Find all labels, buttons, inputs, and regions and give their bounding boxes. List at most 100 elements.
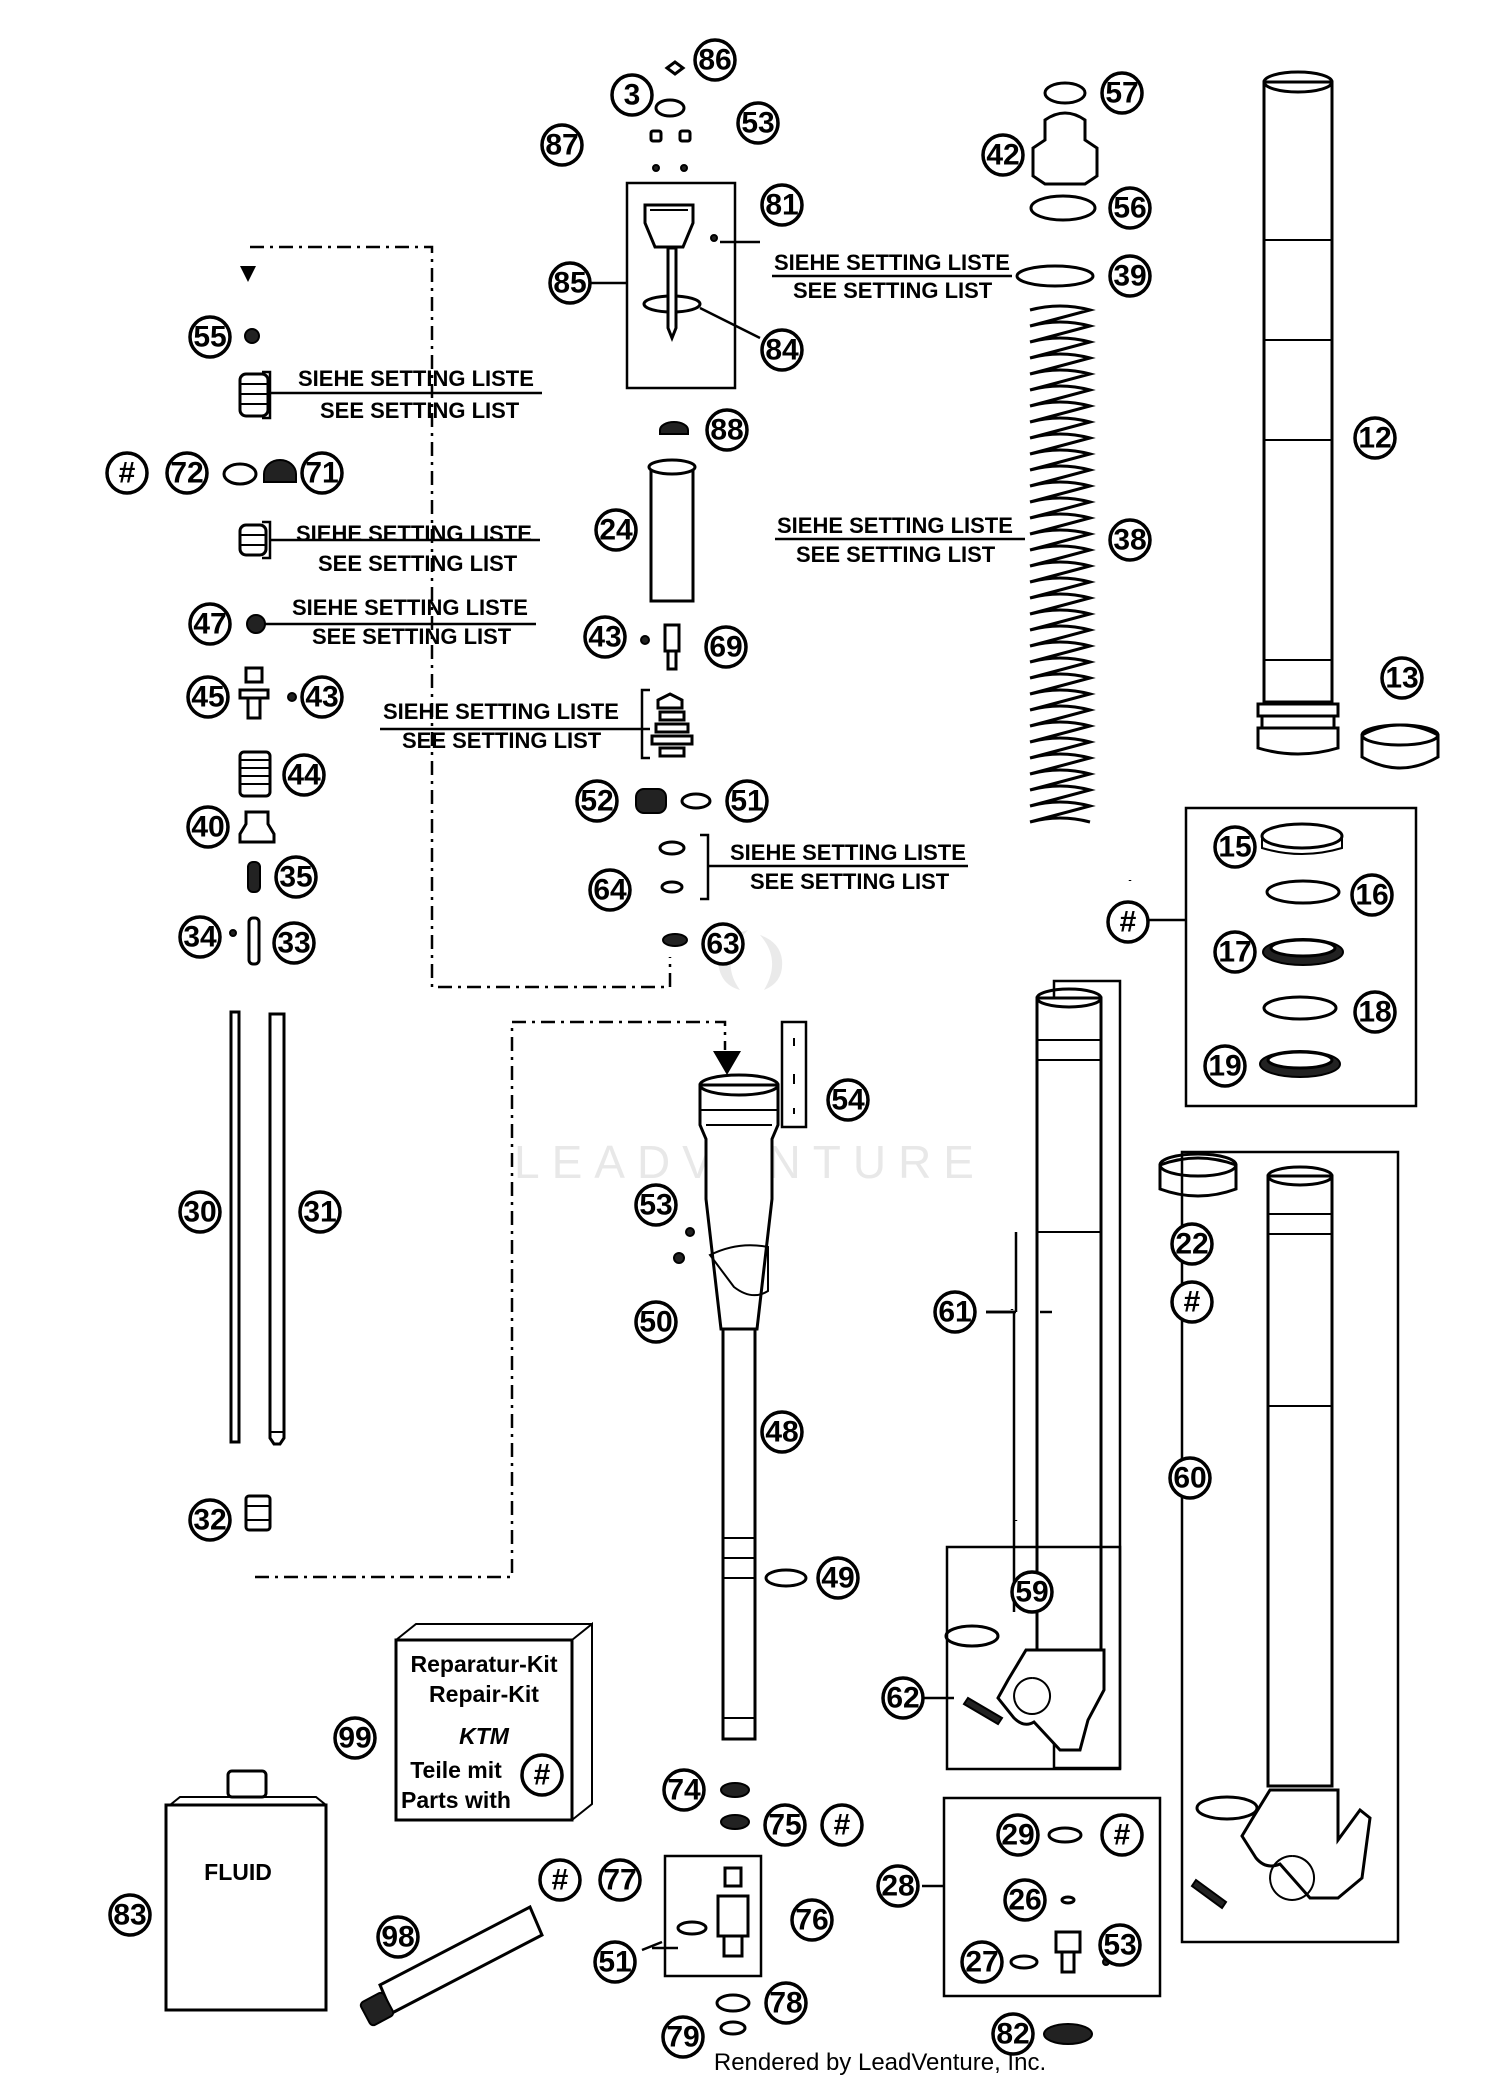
fluid-bottle: FLUID (164, 1769, 328, 2012)
svg-text:74: 74 (667, 1774, 701, 1807)
svg-text:75: 75 (768, 1809, 801, 1842)
svg-text:56: 56 (1113, 192, 1146, 225)
svg-text:83: 83 (113, 1899, 146, 1932)
callout-17: 17 (1213, 930, 1257, 974)
kit-parts-de: Teile mit (410, 1757, 502, 1783)
svg-text:SEE SETTING LIST: SEE SETTING LIST (312, 624, 512, 649)
svg-text:29: 29 (1001, 1819, 1034, 1852)
svg-text:33: 33 (277, 927, 310, 960)
callout-39: 39 (1108, 254, 1152, 298)
callout-63: 63 (701, 922, 745, 966)
svg-text:51: 51 (598, 1946, 631, 1979)
svg-text:35: 35 (279, 861, 312, 894)
svg-text:40: 40 (191, 811, 224, 844)
svg-text:30: 30 (183, 1196, 216, 1229)
svg-text:52: 52 (580, 785, 613, 818)
callout-71: 71 (300, 451, 344, 495)
callout-26: 26 (1003, 1878, 1047, 1922)
svg-text:17: 17 (1218, 936, 1251, 969)
grease-tube (359, 1904, 544, 2027)
svg-text:42: 42 (986, 139, 1019, 172)
callout-53-lower: 53 (1098, 1923, 1142, 1967)
setting-note-spring-lower: SIEHE SETTING LISTE SEE SETTING LIST (262, 520, 540, 576)
callout-79: 79 (661, 2015, 705, 2059)
svg-text:71: 71 (305, 457, 338, 490)
callout-31: 31 (298, 1190, 342, 1234)
callout-53-mid: 53 (634, 1183, 678, 1227)
callout-16: 16 (1350, 873, 1394, 917)
callout-55: 55 (188, 315, 232, 359)
callout-61: 61 (933, 1290, 977, 1334)
setting-note-47: SIEHE SETTING LISTE SEE SETTING LIST (264, 595, 536, 649)
svg-text:76: 76 (795, 1904, 828, 1937)
callout-32: 32 (188, 1498, 232, 1542)
svg-text:SIEHE SETTING LISTE: SIEHE SETTING LISTE (774, 250, 1010, 275)
svg-text:18: 18 (1358, 996, 1391, 1029)
callout-75: 75 (763, 1803, 807, 1847)
callout-54: 54 (826, 1078, 870, 1122)
kit-box: Reparatur-Kit Repair-Kit KTM Teile mit P… (394, 1621, 593, 1822)
callout-34: 34 (178, 915, 222, 959)
callout-50: 50 (634, 1300, 678, 1344)
kit-brand-logo: KTM (459, 1723, 510, 1749)
kit-parts-en: Parts with (401, 1787, 511, 1813)
svg-text:49: 49 (821, 1562, 854, 1595)
svg-text:SEE SETTING LIST: SEE SETTING LIST (796, 542, 996, 567)
svg-text:99: 99 (338, 1722, 371, 1755)
svg-text:61: 61 (938, 1296, 971, 1329)
svg-text:SIEHE SETTING LISTE: SIEHE SETTING LISTE (296, 521, 532, 546)
callout-74: 74 (662, 1768, 706, 1812)
callout-hash-22: # (1170, 1280, 1214, 1324)
callout-49: 49 (816, 1556, 860, 1600)
svg-text:45: 45 (191, 681, 224, 714)
svg-text:SEE SETTING LIST: SEE SETTING LIST (320, 398, 520, 423)
svg-text:78: 78 (769, 1987, 802, 2020)
callout-76: 76 (790, 1898, 834, 1942)
callout-44: 44 (282, 753, 326, 797)
setting-notes: SIEHE SETTING LISTE SEE SETTING LIST SIE… (262, 250, 1025, 901)
svg-text:SEE SETTING LIST: SEE SETTING LIST (402, 728, 602, 753)
svg-text:16: 16 (1355, 879, 1388, 912)
callout-88: 88 (705, 408, 749, 452)
callout-78: 78 (764, 1981, 808, 2025)
kit-title-de: Reparatur-Kit (411, 1651, 558, 1677)
callout-43-center: 43 (583, 615, 627, 659)
svg-text:38: 38 (1113, 524, 1146, 557)
callout-59: 59 (1010, 1570, 1054, 1614)
svg-text:#: # (1114, 1819, 1131, 1852)
svg-text:98: 98 (381, 1921, 414, 1954)
svg-text:44: 44 (287, 759, 321, 792)
svg-text:26: 26 (1008, 1884, 1041, 1917)
callout-hash-29: # (1100, 1813, 1144, 1857)
callout-24: 24 (594, 508, 638, 552)
setting-note-spring-upper: SIEHE SETTING LISTE SEE SETTING LIST (262, 366, 542, 423)
leader-lines (591, 240, 1210, 1952)
callout-69: 69 (704, 625, 748, 669)
svg-text:15: 15 (1218, 831, 1251, 864)
svg-text:SIEHE SETTING LISTE: SIEHE SETTING LISTE (383, 699, 619, 724)
callout-48: 48 (760, 1410, 804, 1454)
svg-text:#: # (834, 1809, 851, 1842)
setting-note-shim-stack: SIEHE SETTING LISTE SEE SETTING LIST (380, 688, 650, 760)
callout-47: 47 (188, 602, 232, 646)
callout-81: 81 (760, 183, 804, 227)
svg-text:SEE SETTING LIST: SEE SETTING LIST (793, 278, 993, 303)
callout-35: 35 (274, 855, 318, 899)
svg-text:19: 19 (1208, 1050, 1241, 1083)
svg-text:87: 87 (545, 129, 578, 162)
left-cartridge-parts (222, 328, 297, 1532)
fluid-label: FLUID (204, 1859, 272, 1885)
svg-text:#: # (119, 457, 136, 490)
svg-text:28: 28 (881, 1870, 914, 1903)
spring-and-tube-parts (1015, 70, 1440, 1108)
callout-60: 60 (1168, 1456, 1212, 1500)
svg-text:47: 47 (193, 608, 226, 641)
svg-text:53: 53 (639, 1189, 672, 1222)
svg-text:79: 79 (666, 2021, 699, 2054)
callout-hash-77: # (538, 1858, 582, 1902)
svg-text:55: 55 (193, 321, 226, 354)
svg-text:48: 48 (765, 1416, 798, 1449)
callout-98: 98 (376, 1915, 420, 1959)
setting-note-39: SIEHE SETTING LISTE SEE SETTING LIST (772, 250, 1012, 303)
